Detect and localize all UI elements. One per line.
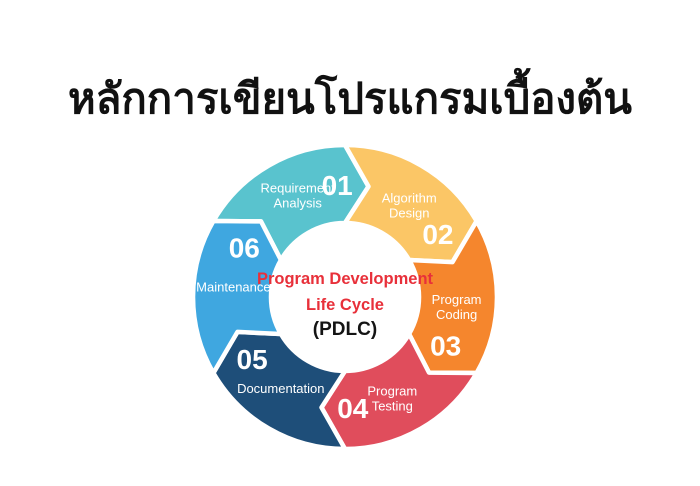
segment-label-line: Algorithm [382,190,437,205]
segment-label-line: Design [389,205,429,220]
segment-label-line: Documentation [237,381,324,396]
segment-arrow-shape [190,218,284,376]
segment-label-line: Program [432,292,482,307]
segment-label-line: Coding [436,307,477,322]
segment-label-line: Testing [372,399,413,414]
page-title: หลักการเขียนโปรแกรมเบื้องต้น [67,75,633,122]
segment-number: 06 [229,232,260,263]
segment-number: 04 [337,393,369,424]
center-title-line-2: Life Cycle [306,296,384,314]
segment-label-line: Requirement [260,181,335,196]
segment-number: 02 [422,219,453,250]
center-acronym: (PDLC) [312,319,378,340]
diagram-center-label: Program Development Life Cycle (PDLC) [225,269,465,341]
segment-number: 05 [237,344,268,375]
segment-number: 01 [322,170,353,201]
center-title-line-1: Program Development [256,270,434,288]
segment-label-line: Program [367,384,417,399]
segment-label-line: Maintenance [196,280,270,295]
segment-label-line: Analysis [273,196,322,211]
segment-number: 03 [430,331,461,362]
